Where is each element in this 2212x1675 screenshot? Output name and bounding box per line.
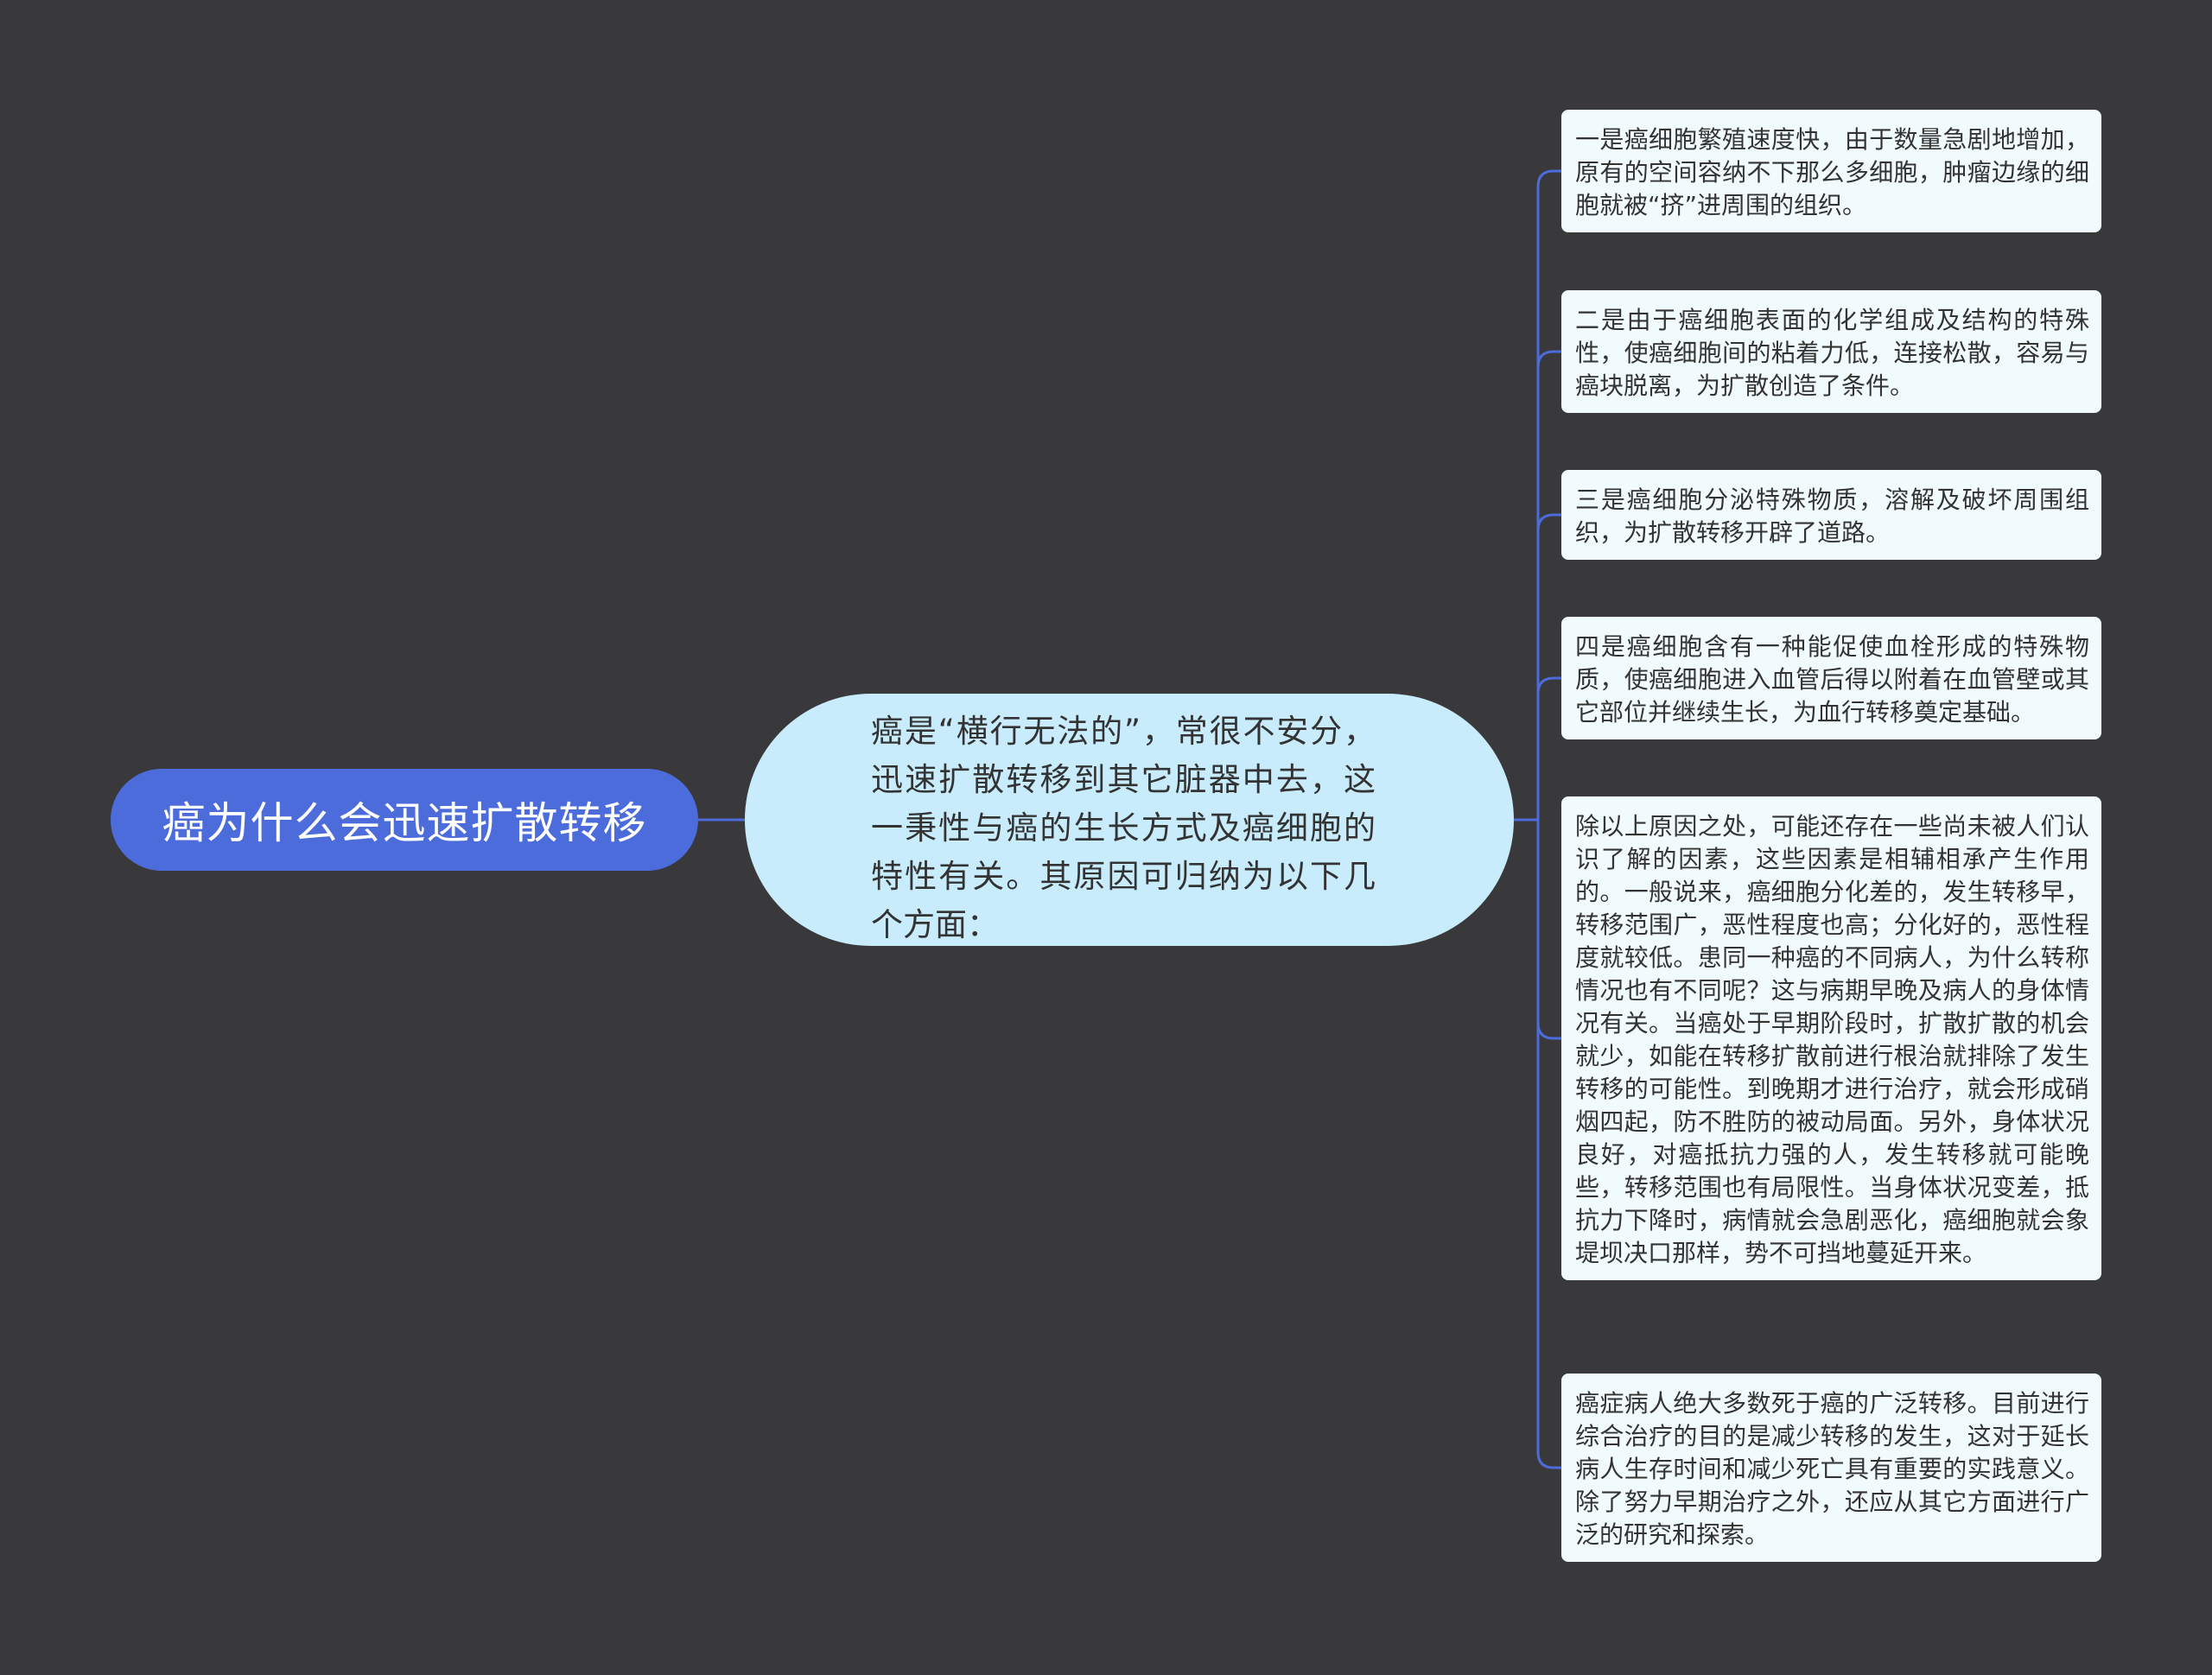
root-topic-node[interactable]: 癌为什么会迅速扩散转移 <box>111 769 698 871</box>
edge-main-to-subtopic-4 <box>1536 676 1561 820</box>
edge-main-to-subtopic-2 <box>1536 350 1561 820</box>
subtopic-label: 二是由于癌细胞表面的化学组成及结构的特殊性，使癌细胞间的粘着力低，连接松散，容易… <box>1575 306 2089 400</box>
edge-main-to-subtopic-5 <box>1536 820 1561 1040</box>
subtopic-label: 四是癌细胞含有一种能促使血栓形成的特殊物质，使癌细胞进入血管后得以附着在血管壁或… <box>1575 632 2089 726</box>
subtopic-node-5[interactable]: 除以上原因之处，可能还存在一些尚未被人们认识了解的因素，这些因素是相辅相承产生作… <box>1561 796 2101 1280</box>
subtopic-node-3[interactable]: 三是癌细胞分泌特殊物质，溶解及破坏周围组织，为扩散转移开辟了道路。 <box>1561 470 2101 560</box>
root-topic-label: 癌为什么会迅速扩散转移 <box>162 798 647 848</box>
subtopic-label: 除以上原因之处，可能还存在一些尚未被人们认识了解的因素，这些因素是相辅相承产生作… <box>1575 812 2089 1267</box>
subtopic-label: 一是癌细胞繁殖速度快，由于数量急剧地增加，原有的空间容纳不下那么多细胞，肿瘤边缘… <box>1575 125 2089 219</box>
subtopic-node-4[interactable]: 四是癌细胞含有一种能促使血栓形成的特殊物质，使癌细胞进入血管后得以附着在血管壁或… <box>1561 617 2101 739</box>
main-branch-label: 癌是“横行无法的”，常很不安分，迅速扩散转移到其它脏器中去，这一秉性与癌的生长方… <box>871 713 1376 943</box>
subtopic-node-1[interactable]: 一是癌细胞繁殖速度快，由于数量急剧地增加，原有的空间容纳不下那么多细胞，肿瘤边缘… <box>1561 110 2101 232</box>
subtopic-node-6[interactable]: 癌症病人绝大多数死于癌的广泛转移。目前进行综合治疗的目的是减少转移的发生，这对于… <box>1561 1374 2101 1562</box>
edge-main-to-subtopic-1 <box>1536 169 1561 820</box>
main-branch-node[interactable]: 癌是“横行无法的”，常很不安分，迅速扩散转移到其它脏器中去，这一秉性与癌的生长方… <box>745 694 1514 946</box>
edge-main-to-subtopic-3 <box>1536 513 1561 820</box>
edge-main-to-subtopic-6 <box>1536 820 1561 1469</box>
subtopic-node-2[interactable]: 二是由于癌细胞表面的化学组成及结构的特殊性，使癌细胞间的粘着力低，连接松散，容易… <box>1561 290 2101 413</box>
subtopic-label: 三是癌细胞分泌特殊物质，溶解及破坏周围组织，为扩散转移开辟了道路。 <box>1575 485 2089 547</box>
subtopic-label: 癌症病人绝大多数死于癌的广泛转移。目前进行综合治疗的目的是减少转移的发生，这对于… <box>1575 1389 2089 1549</box>
